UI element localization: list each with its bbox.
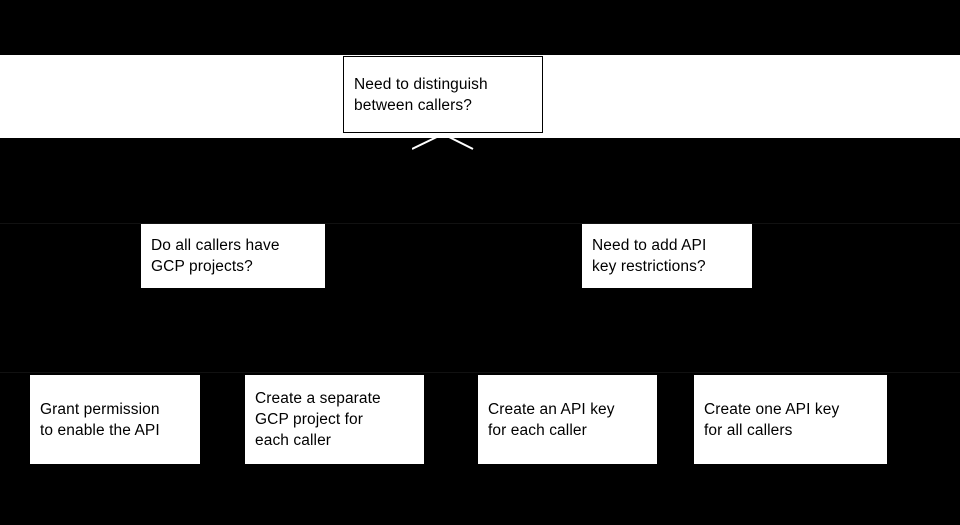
node-create-one-api-key-for-all-callers[interactable]: Create one API key for all callers bbox=[694, 375, 887, 464]
node-need-to-add-api-key-restrictions[interactable]: Need to add API key restrictions? bbox=[582, 224, 752, 288]
node-create-an-api-key-for-each-caller[interactable]: Create an API key for each caller bbox=[478, 375, 657, 464]
root-branch-chevron-icon bbox=[411, 132, 474, 150]
node-grant-permission-to-enable-the-api[interactable]: Grant permission to enable the API bbox=[30, 375, 200, 464]
node-label: Grant permission to enable the API bbox=[40, 400, 160, 439]
node-create-a-separate-gcp-project-for-each-caller[interactable]: Create a separate GCP project for each c… bbox=[245, 375, 424, 464]
node-label: Need to add API key restrictions? bbox=[592, 237, 707, 275]
row-3-hairline bbox=[0, 372, 960, 373]
node-need-to-distinguish-between-callers[interactable]: Need to distinguish between callers? bbox=[343, 56, 543, 133]
node-label: Create a separate GCP project for each c… bbox=[255, 390, 381, 449]
node-label: Create an API key for each caller bbox=[488, 400, 615, 439]
node-do-all-callers-have-gcp-projects[interactable]: Do all callers have GCP projects? bbox=[141, 224, 325, 288]
row-2-hairline bbox=[0, 223, 960, 224]
node-label: Do all callers have GCP projects? bbox=[151, 237, 280, 275]
node-label: Create one API key for all callers bbox=[704, 400, 840, 439]
node-label: Need to distinguish between callers? bbox=[354, 75, 488, 114]
